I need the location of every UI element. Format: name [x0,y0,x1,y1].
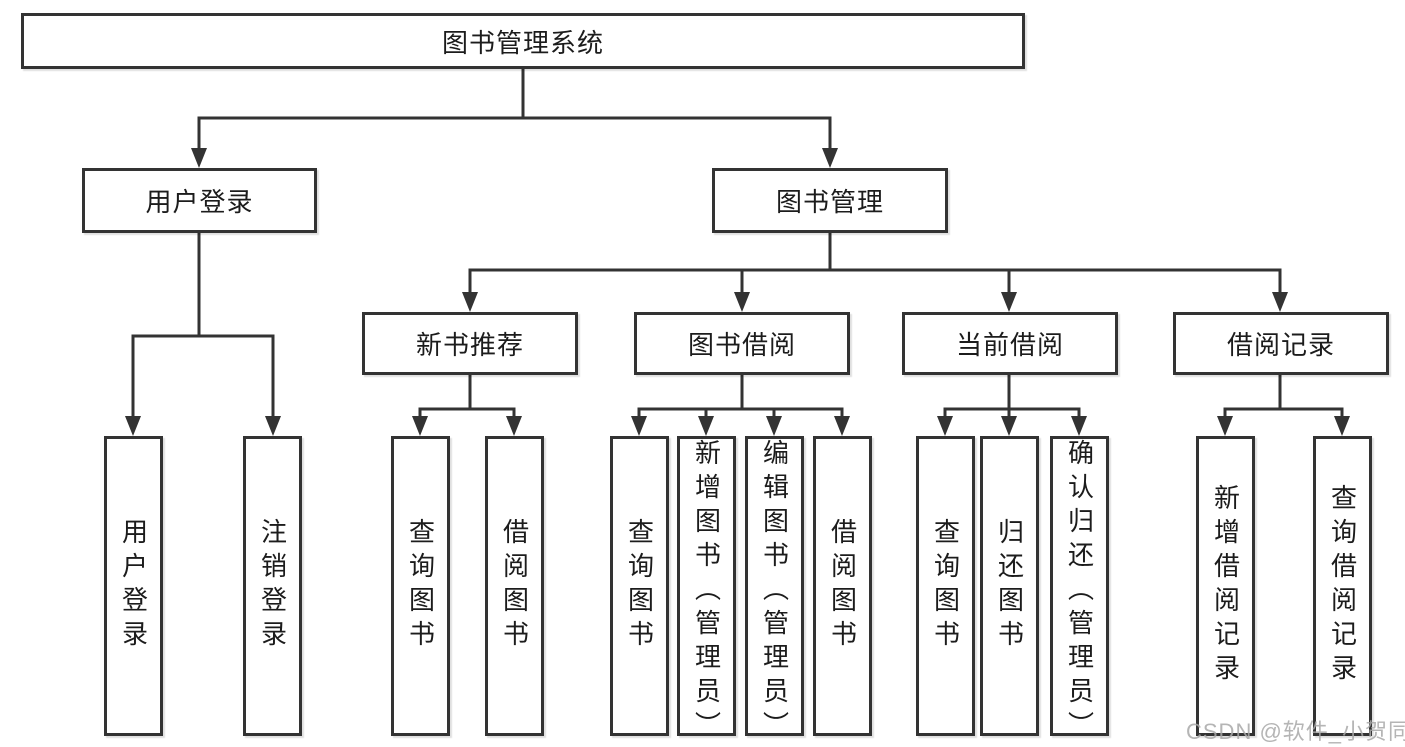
node-label: 确认归还（管理员） [1064,439,1095,745]
leaf-query-books-1: 查询图书 [391,436,450,736]
connector-book-borrowing-to-leaves [631,375,850,436]
node-label: 查询借阅记录 [1327,484,1358,688]
arrowhead-down-icon [1217,416,1233,436]
arrowhead-down-icon [412,416,428,436]
csdn-watermark: CSDN @软件_小贺同学 [1186,719,1405,744]
node-book-management: 图书管理 [712,168,948,233]
leaf-query-books-2: 查询图书 [610,436,669,736]
arrowhead-down-icon [265,416,281,436]
connector-current-borrowing-to-leaves [937,375,1087,436]
node-label: 新书推荐 [415,330,524,360]
arrowhead-down-icon [766,416,782,436]
node-label: 图书借阅 [687,330,796,360]
connector-line [131,233,275,418]
leaf-user-login: 用户登录 [104,436,163,736]
arrowhead-down-icon [1001,292,1017,312]
arrowhead-down-icon [698,416,714,436]
node-label: 查询图书 [405,518,436,654]
node-current-borrowing: 当前借阅 [902,312,1118,375]
connector-borrowing-records-to-leaves [1217,375,1350,436]
arrowhead-down-icon [734,292,750,312]
node-label: 图书管理 [775,187,884,217]
node-new-book-recommendation: 新书推荐 [362,312,578,375]
connector-line [197,69,832,150]
arrowhead-down-icon [822,148,838,168]
arrowhead-down-icon [1334,416,1350,436]
node-label: 新增借阅记录 [1210,484,1241,688]
node-borrowing-records: 借阅记录 [1173,312,1389,375]
connector-line [943,375,1081,418]
node-library-system: 图书管理系统 [21,13,1025,69]
connector-root-to-level2 [191,69,838,168]
node-label: 借阅图书 [499,518,530,654]
node-label: 用户登录 [118,518,149,654]
node-user-login: 用户登录 [82,168,317,233]
node-label: 当前借阅 [955,330,1064,360]
node-label: 借阅图书 [827,518,858,654]
node-label: 查询图书 [624,518,655,654]
connector-new-book-recommendation-to-leaves [412,375,522,436]
leaf-add-book-admin: 新增图书（管理员） [677,436,736,745]
leaf-borrow-books-1: 借阅图书 [485,436,544,736]
node-label: 用户登录 [145,187,254,217]
arrowhead-down-icon [937,416,953,436]
node-label: 查询图书 [930,518,961,654]
node-label: 归还图书 [994,518,1025,654]
connector-line [1223,375,1344,418]
leaf-borrow-books-2: 借阅图书 [813,436,872,736]
node-label: 借阅记录 [1226,330,1335,360]
node-label: 编辑图书（管理员） [759,439,790,745]
connector-line [418,375,516,418]
node-label: 注销登录 [257,518,288,654]
arrowhead-down-icon [834,416,850,436]
connector-user-login-to-leaves [125,233,281,436]
arrowhead-down-icon [506,416,522,436]
arrowhead-down-icon [125,416,141,436]
arrowhead-down-icon [1071,416,1087,436]
node-label: 新增图书（管理员） [691,439,722,745]
node-label: 图书管理系统 [441,27,604,58]
arrowhead-down-icon [1272,292,1288,312]
connector-line [468,233,1282,294]
leaf-logout: 注销登录 [243,436,302,736]
connector-book-management-to-level3 [462,233,1288,312]
leaf-edit-book-admin: 编辑图书（管理员） [745,436,804,745]
leaf-confirm-return-admin: 确认归还（管理员） [1050,436,1109,745]
connector-line [637,375,844,418]
arrowhead-down-icon [191,148,207,168]
leaf-query-borrow-record: 查询借阅记录 [1313,436,1372,736]
leaf-query-books-3: 查询图书 [916,436,975,736]
leaf-add-borrow-record: 新增借阅记录 [1196,436,1255,736]
node-book-borrowing: 图书借阅 [634,312,850,375]
leaf-return-books: 归还图书 [980,436,1039,736]
arrowhead-down-icon [1001,416,1017,436]
arrowhead-down-icon [462,292,478,312]
arrowhead-down-icon [631,416,647,436]
